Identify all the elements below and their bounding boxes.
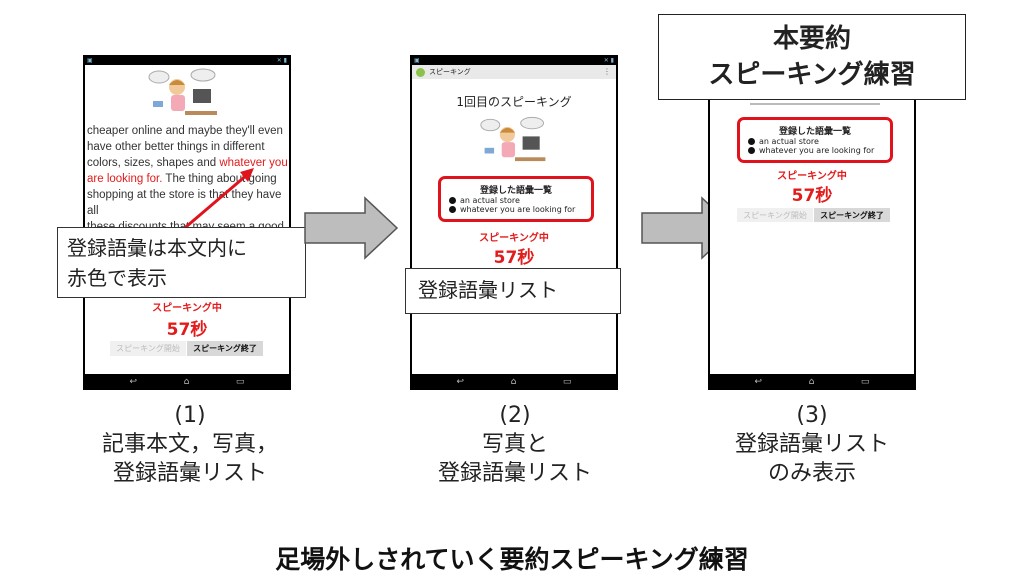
app-title: スピーキング — [429, 68, 471, 76]
bullet-icon — [748, 138, 755, 145]
bullet-icon — [449, 206, 456, 213]
vocab-item: whatever you are looking for — [748, 146, 882, 155]
home-icon[interactable]: ⌂ — [183, 376, 190, 387]
caption-number: (2) — [499, 403, 531, 428]
screen-panel-1: cheaper online and maybe they'll even hav… — [85, 65, 289, 374]
flow-arrow-1 — [304, 196, 399, 260]
caption-line-2: のみ表示 — [767, 461, 856, 486]
status-bar: ▣ ✕ ▮ — [83, 55, 291, 65]
end-speaking-button[interactable]: スピーキング終了 — [814, 208, 890, 222]
article-line: colors, sizes, shapes and whatever you — [87, 155, 289, 171]
article-line: cheaper online and maybe they'll even — [87, 123, 289, 139]
vocab-item: an actual store — [748, 137, 882, 146]
vocab-list-title: 登録した語彙一覧 — [778, 127, 851, 137]
caption-line-1: 登録語彙リスト — [734, 432, 889, 457]
timer: 57秒 — [493, 248, 535, 268]
start-speaking-button[interactable]: スピーキング開始 — [110, 341, 186, 356]
android-app-icon — [416, 67, 425, 77]
callout-red-vocab: 登録語彙は本文内に 赤色で表示 — [57, 227, 306, 298]
nav-bar: ↩ ⌂ ▭ — [83, 374, 291, 390]
overflow-menu-icon[interactable]: ⋮ — [603, 67, 611, 76]
callout-line-1: 登録語彙リスト — [418, 278, 558, 302]
end-speaking-button[interactable]: スピーキング終了 — [187, 341, 263, 356]
registered-vocab-text: whatever you — [219, 157, 288, 169]
back-icon[interactable]: ↩ — [456, 376, 465, 387]
home-icon[interactable]: ⌂ — [510, 376, 517, 387]
phone-panel-1: ▣ ✕ ▮ cheaper online and maybe they'll ev… — [83, 55, 291, 390]
speaking-heading: 1回目のスピーキング — [456, 95, 572, 109]
article-segment: cheaper online and maybe they'll even — [87, 125, 283, 137]
article-segment: shopping at the store is that they have … — [87, 189, 282, 217]
timer: 57秒 — [166, 320, 208, 340]
vocab-item: an actual store — [449, 196, 583, 205]
phone-panel-2: ▣ ✕ ▮ スピーキング ⋮ 1回目のスピーキング 登録した語彙一覧 an act… — [410, 55, 618, 390]
notification-icon: ▣ — [414, 56, 420, 64]
callout-vocab-list: 登録語彙リスト — [405, 268, 621, 314]
home-icon[interactable]: ⌂ — [808, 376, 815, 387]
nav-bar: ↩ ⌂ ▭ — [410, 374, 618, 390]
timer: 57秒 — [791, 186, 833, 206]
bullet-icon — [449, 197, 456, 204]
status-icons: ✕ ▮ — [603, 56, 614, 64]
recents-icon[interactable]: ▭ — [235, 376, 245, 387]
start-speaking-button[interactable]: スピーキング開始 — [737, 208, 813, 222]
caption-line-2: 登録語彙リスト — [112, 461, 267, 486]
back-icon[interactable]: ↩ — [754, 376, 763, 387]
registered-vocab-text: are looking for. — [87, 173, 163, 185]
phone-panel-3: 登録した語彙一覧 an actual store whatever you ar… — [708, 55, 916, 390]
status-icons: ✕ ▮ — [276, 56, 287, 64]
article-line: have other better things in different — [87, 139, 289, 155]
vocab-list-box: 登録した語彙一覧 an actual store whatever you ar… — [737, 117, 893, 163]
vocab-item: whatever you are looking for — [449, 205, 583, 214]
study-illustration — [148, 68, 217, 115]
notification-icon: ▣ — [87, 56, 93, 64]
obscured-heading — [750, 95, 880, 105]
diagram-title: 足場外しされていく要約スピーキング練習 — [275, 545, 749, 574]
caption-panel-1: (1) 記事本文，写真， 登録語彙リスト — [60, 401, 320, 488]
caption-number: (1) — [174, 403, 206, 428]
article-segment: have other better things in different — [87, 141, 265, 153]
caption-line-1: 記事本文，写真， — [101, 432, 278, 457]
bullet-icon — [748, 147, 755, 154]
back-icon[interactable]: ↩ — [129, 376, 138, 387]
study-illustration — [480, 116, 546, 162]
title-box-line-2: スピーキング練習 — [708, 60, 916, 90]
caption-line-1: 写真と — [481, 432, 548, 457]
pointer-arrow-icon — [179, 168, 254, 234]
callout-line-2: 赤色で表示 — [67, 266, 167, 290]
caption-number: (3) — [796, 403, 828, 428]
vocab-list-box: 登録した語彙一覧 an actual store whatever you ar… — [438, 176, 594, 222]
callout-line-1: 登録語彙は本文内に — [67, 236, 247, 260]
article-segment: colors, sizes, shapes and — [87, 157, 220, 169]
summary-practice-title-box: 本要約 スピーキング練習 — [658, 14, 966, 100]
caption-line-2: 登録語彙リスト — [437, 461, 592, 486]
action-bar: スピーキング ⋮ — [412, 65, 616, 79]
nav-bar: ↩ ⌂ ▭ — [708, 374, 916, 390]
status-bar: ▣ ✕ ▮ — [410, 55, 618, 65]
speaking-status: スピーキング中 — [777, 171, 847, 182]
speaking-status: スピーキング中 — [152, 303, 222, 314]
article-line: shopping at the store is that they have … — [87, 187, 289, 219]
caption-panel-3: (3) 登録語彙リスト のみ表示 — [682, 401, 942, 488]
title-box-line-1: 本要約 — [772, 24, 851, 54]
speaking-status: スピーキング中 — [479, 233, 549, 244]
vocab-list-title: 登録した語彙一覧 — [479, 186, 552, 196]
recents-icon[interactable]: ▭ — [860, 376, 870, 387]
caption-panel-2: (2) 写真と 登録語彙リスト — [385, 401, 645, 488]
recents-icon[interactable]: ▭ — [562, 376, 572, 387]
